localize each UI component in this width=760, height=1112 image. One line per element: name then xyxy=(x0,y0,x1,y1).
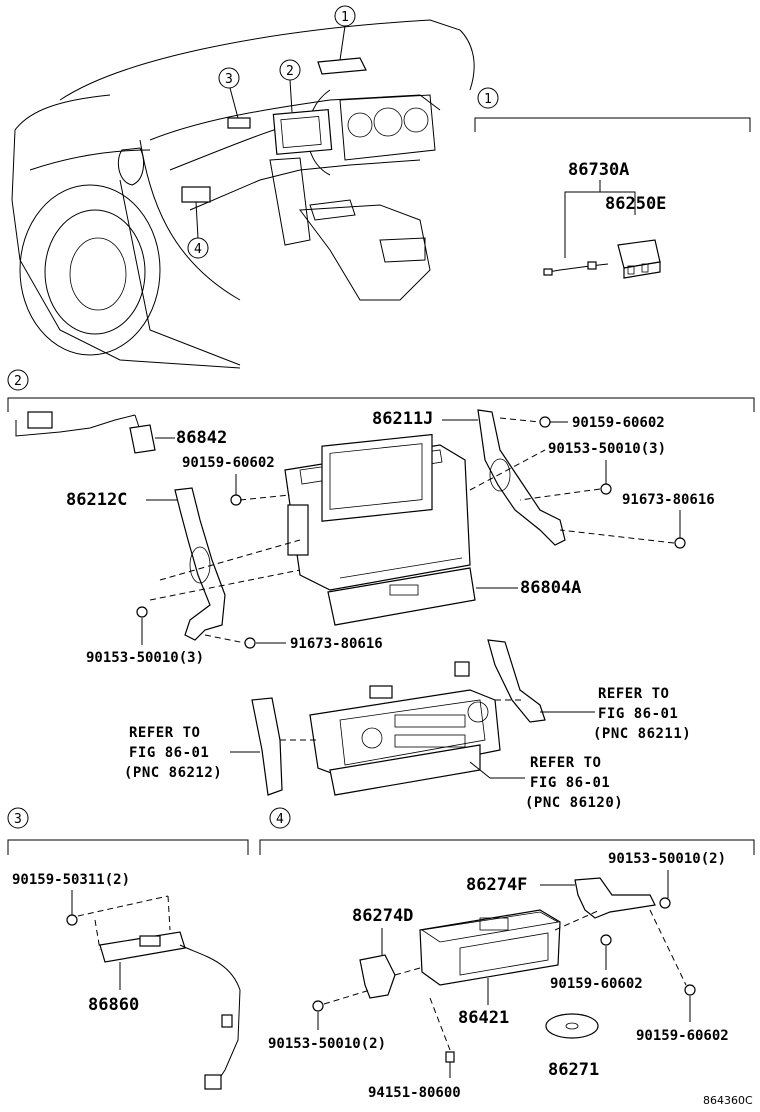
figure-code: 864360C xyxy=(703,1094,753,1107)
section-3: 3 90159-50311(2) 86860 xyxy=(7,807,249,1090)
section-2: 2 86842 86211J 90159-60602 90153-50010(3… xyxy=(7,369,755,811)
part-90153-50010-top: 90153-50010(2) xyxy=(608,851,726,867)
callout-2-vehicle: 2 xyxy=(279,59,301,81)
callout-3-vehicle: 3 xyxy=(218,67,240,89)
part-91673-80616-left: 91673-80616 xyxy=(290,636,383,652)
svg-text:1: 1 xyxy=(341,10,349,25)
ref-3-line1: REFER TO xyxy=(530,755,601,771)
part-86860: 86860 xyxy=(88,995,139,1015)
ref-1-line3: (PNC 86211) xyxy=(593,726,691,742)
ref-3-line2: FIG 86-01 xyxy=(530,775,610,791)
ref-2-line2: FIG 86-01 xyxy=(129,745,209,761)
part-90159-60602-right: 90159-60602 xyxy=(572,415,665,431)
part-90153-50010-bottom: 90153-50010(2) xyxy=(268,1036,386,1052)
section-4: 4 90153-50010(2) 86274F 86274D 86421 901… xyxy=(259,807,755,1101)
ref-2-line3: (PNC 86212) xyxy=(124,765,222,781)
svg-text:4: 4 xyxy=(194,242,202,257)
part-90159-50311: 90159-50311(2) xyxy=(12,872,130,888)
callout-4-vehicle: 4 xyxy=(187,237,209,259)
part-94151-80600: 94151-80600 xyxy=(368,1085,461,1101)
part-86250E: 86250E xyxy=(605,194,666,214)
part-90159-60602-center: 90159-60602 xyxy=(550,976,643,992)
part-86212C: 86212C xyxy=(66,490,127,510)
ref-2-line1: REFER TO xyxy=(129,725,200,741)
ref-1-line1: REFER TO xyxy=(598,686,669,702)
part-90159-60602-right: 90159-60602 xyxy=(636,1028,729,1044)
part-86842: 86842 xyxy=(176,428,227,448)
part-86211J: 86211J xyxy=(372,409,433,429)
section-3-callout: 3 xyxy=(14,812,22,827)
vehicle-interior-illustration xyxy=(11,19,475,369)
section-1: 1 86730A 86250E xyxy=(474,87,751,279)
section-1-callout: 1 xyxy=(484,92,492,107)
part-90159-60602-left: 90159-60602 xyxy=(182,455,275,471)
part-86274F: 86274F xyxy=(466,875,527,895)
callout-1-vehicle: 1 xyxy=(334,5,356,27)
part-91673-80616-right: 91673-80616 xyxy=(622,492,715,508)
svg-text:3: 3 xyxy=(225,72,233,87)
part-90153-50010-left: 90153-50010(3) xyxy=(86,650,204,666)
part-86274D: 86274D xyxy=(352,906,413,926)
part-90153-50010-right: 90153-50010(3) xyxy=(548,441,666,457)
ref-1-line2: FIG 86-01 xyxy=(598,706,678,722)
ref-3-line3: (PNC 86120) xyxy=(525,795,623,811)
part-86804A: 86804A xyxy=(520,578,581,598)
part-86271: 86271 xyxy=(548,1060,599,1080)
section-2-callout: 2 xyxy=(14,374,22,389)
section-4-callout: 4 xyxy=(276,812,284,827)
part-86730A: 86730A xyxy=(568,160,629,180)
part-86421: 86421 xyxy=(458,1008,509,1028)
svg-text:2: 2 xyxy=(286,64,294,79)
